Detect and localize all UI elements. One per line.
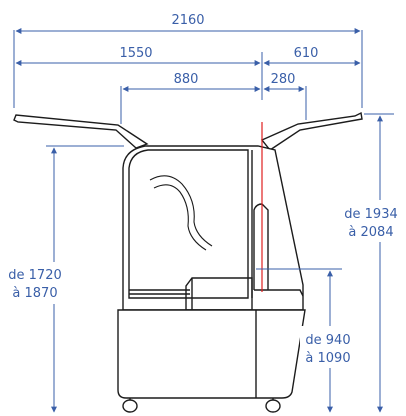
wheel-right (265, 399, 281, 413)
wheel-left (122, 399, 138, 413)
inner-right-label: 280 (271, 72, 296, 87)
width-left-label: 1550 (119, 46, 152, 61)
height-counter-label-line1: de 940 (305, 333, 350, 348)
right-lid (260, 111, 363, 151)
height-open-label-line2: à 2084 (348, 225, 393, 240)
height-body-label-line2: à 1870 (12, 286, 57, 301)
upper-cabinet (122, 145, 304, 311)
height-body-label-line1: de 1720 (8, 268, 61, 283)
dimension-lines (13, 28, 394, 413)
inner-left-label: 880 (174, 72, 199, 87)
left-lid (13, 114, 149, 149)
glass-panel (128, 149, 249, 299)
width-right-label: 610 (294, 46, 319, 61)
glass-reflection (149, 175, 213, 251)
overall-width-label: 2160 (171, 13, 204, 28)
base (117, 309, 306, 399)
height-counter-label-line2: à 1090 (305, 351, 350, 366)
right-step (254, 289, 304, 297)
height-open-label-line1: de 1934 (344, 207, 397, 222)
